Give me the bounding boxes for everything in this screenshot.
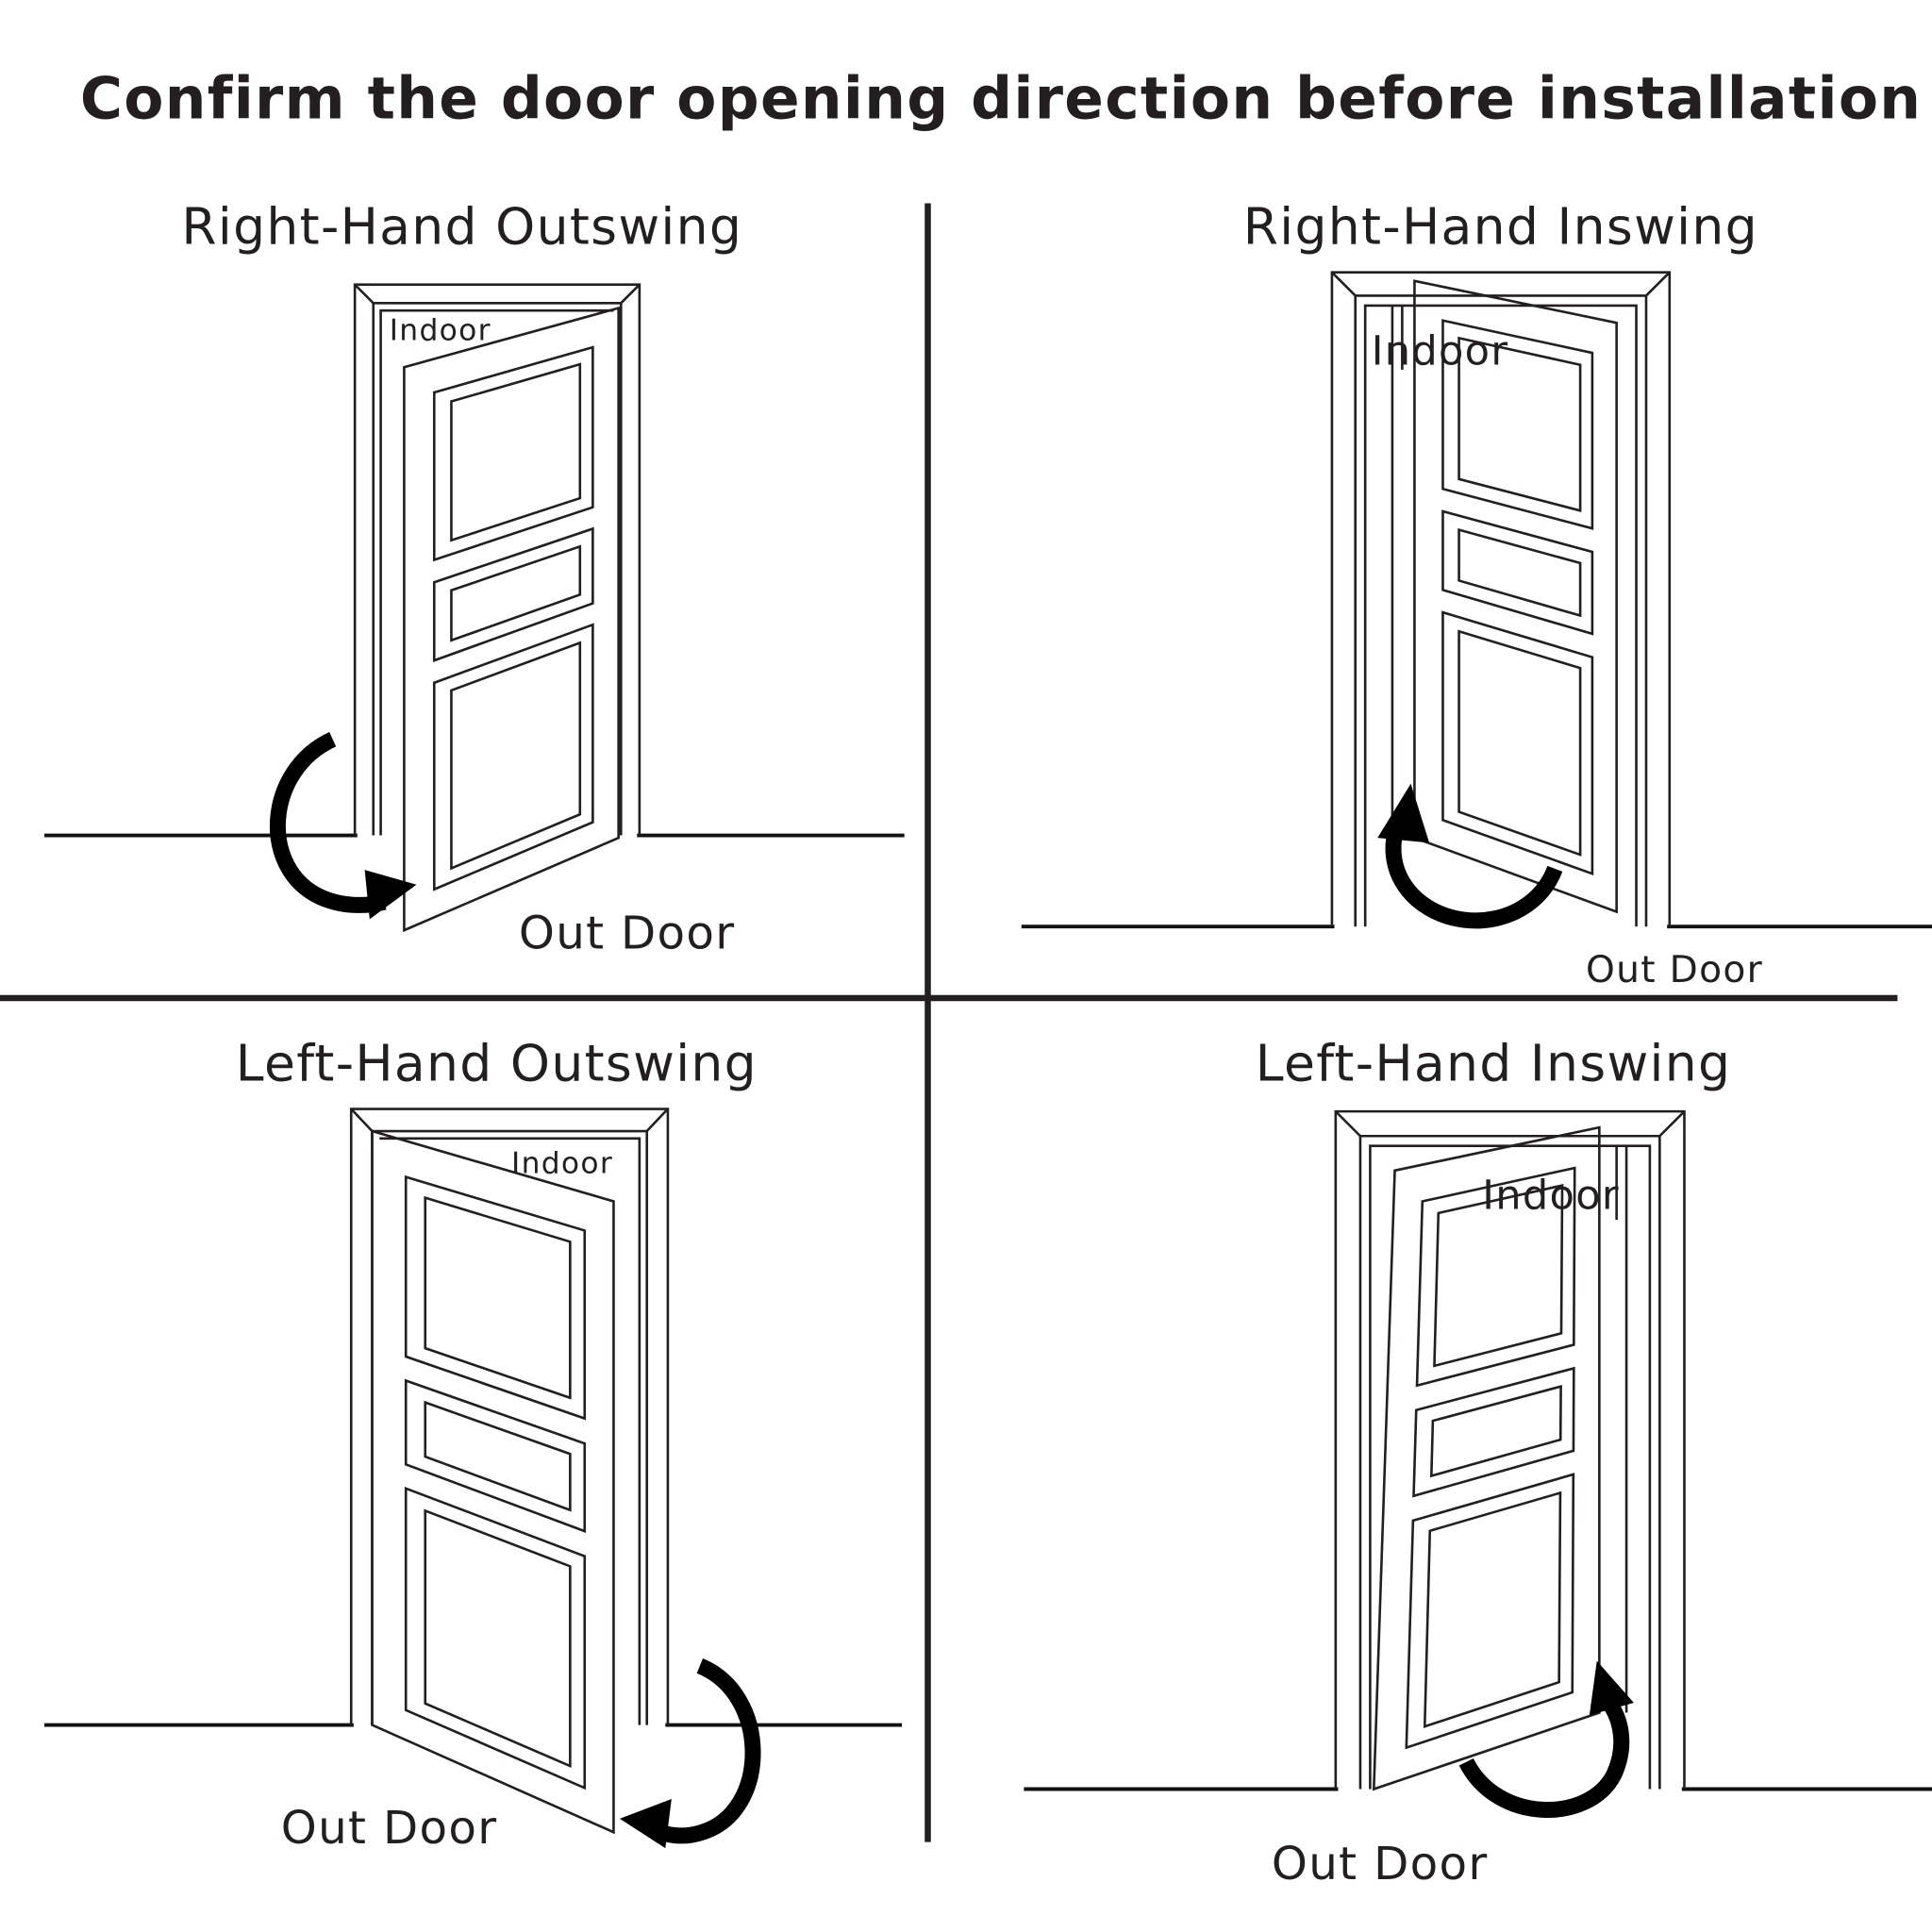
quadrant-title: Left-Hand Outswing bbox=[236, 1033, 758, 1092]
door-panel-inner bbox=[1457, 336, 1582, 512]
indoor-label: Indoor bbox=[390, 313, 491, 347]
quadrant-right-hand-inswing: Right-Hand Inswing Indoor Out Door bbox=[1021, 197, 1932, 991]
door-panel-inner bbox=[1457, 629, 1582, 857]
swing-arrow-icon bbox=[619, 1658, 761, 1849]
page-title: Confirm the door opening direction befor… bbox=[80, 65, 1922, 132]
door-panel bbox=[404, 1174, 587, 1421]
outdoor-label: Out Door bbox=[519, 908, 736, 960]
quadrant-title: Right-Hand Inswing bbox=[1243, 197, 1758, 257]
indoor-label: Indoor bbox=[1482, 1172, 1620, 1219]
door-panel-inner bbox=[1429, 1384, 1562, 1478]
quadrant-title: Left-Hand Inswing bbox=[1256, 1033, 1732, 1092]
door-leaf bbox=[1413, 279, 1618, 914]
door-panel-inner bbox=[450, 362, 582, 542]
quadrant-title: Right-Hand Outswing bbox=[181, 197, 742, 257]
door-panel-inner bbox=[1433, 1183, 1564, 1368]
quadrant-right-hand-outswing: Right-Hand Outswing Indoor Out Door bbox=[44, 197, 905, 960]
door-panel bbox=[1412, 1366, 1575, 1498]
door-panel bbox=[1441, 610, 1594, 876]
door-panel bbox=[432, 526, 594, 662]
door-leaf bbox=[1372, 1125, 1601, 1791]
door-frame bbox=[1330, 271, 1672, 927]
door-panel-inner bbox=[450, 544, 582, 642]
door-panel bbox=[432, 623, 594, 891]
door-slab bbox=[403, 306, 620, 933]
door-panel bbox=[432, 345, 594, 562]
swing-arrow-icon bbox=[270, 731, 417, 920]
door-panel-inner bbox=[424, 1508, 572, 1769]
door-panel-inner bbox=[1457, 527, 1582, 618]
door-panel-inner bbox=[450, 641, 582, 871]
door-panel bbox=[404, 1486, 587, 1790]
door-slab bbox=[1413, 279, 1618, 914]
door-slab bbox=[371, 1129, 615, 1835]
door-frame bbox=[353, 283, 641, 836]
door-panel bbox=[1441, 319, 1594, 530]
door-leaf bbox=[403, 306, 620, 933]
door-panel-inner bbox=[424, 1400, 572, 1512]
swing-arrow-icon bbox=[1377, 783, 1563, 929]
indoor-label: Indoor bbox=[1372, 328, 1509, 375]
quadrant-left-hand-inswing: Left-Hand Inswing Indoor Out Door bbox=[1024, 1033, 1932, 1890]
door-panel bbox=[1415, 1166, 1576, 1388]
door-slab bbox=[1372, 1125, 1601, 1791]
indoor-label: Indoor bbox=[511, 1146, 613, 1180]
outdoor-label: Out Door bbox=[281, 1802, 498, 1855]
door-panel bbox=[404, 1378, 587, 1534]
door-leaf bbox=[371, 1129, 615, 1835]
door-panel bbox=[1441, 509, 1594, 636]
quadrant-left-hand-outswing: Left-Hand Outswing Indoor Out Door bbox=[44, 1033, 903, 1855]
outdoor-label: Out Door bbox=[1272, 1838, 1489, 1890]
outdoor-label: Out Door bbox=[1586, 949, 1763, 991]
door-panel bbox=[1405, 1473, 1575, 1750]
swing-arrow-icon bbox=[1458, 1660, 1634, 1818]
door-panel-inner bbox=[1423, 1491, 1562, 1728]
door-panel-inner bbox=[424, 1195, 572, 1400]
